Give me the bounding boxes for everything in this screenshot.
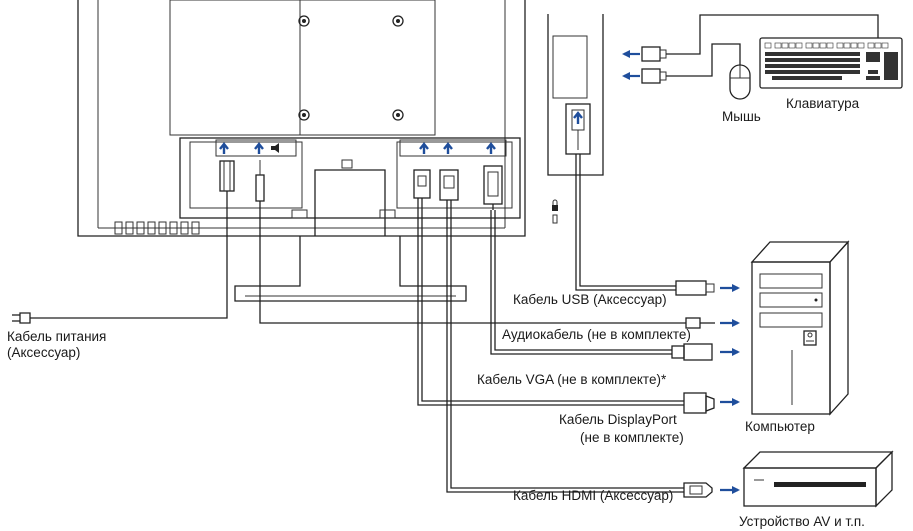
hdmi-icon: [419, 142, 429, 154]
hdmi-cable-label: Кабель HDMI (Аксессуар): [513, 488, 673, 503]
audio-cable: [255, 160, 715, 329]
vga-cable-label: Кабель VGA (не в комплекте)*: [477, 372, 667, 387]
connector-panel: [179, 137, 521, 219]
lock-icon: [552, 199, 558, 224]
dp-cable-label-2: (не в комплекте): [580, 430, 684, 445]
av-device-label: Устройство AV и т.п.: [739, 514, 865, 529]
computer-tower: [750, 240, 850, 416]
vga-cable: [483, 165, 713, 361]
usb-hub: [547, 14, 604, 176]
screw: [392, 15, 404, 27]
av-device: [742, 450, 894, 508]
monitor-back: [77, 0, 558, 302]
usb-cable-label: Кабель USB (Аксессуар): [513, 292, 667, 307]
usb-cable: [575, 154, 715, 296]
arrow-up-icon: [219, 142, 229, 154]
power-cable-label-2: (Аксессуар): [7, 345, 80, 360]
audio-cable-label: Аудиокабель (не в комплекте): [502, 327, 691, 342]
computer-label: Компьютер: [745, 419, 815, 434]
power-cable-label-1: Кабель питания: [7, 329, 106, 344]
usb-icon: [573, 111, 583, 124]
usb-ports-top: [622, 14, 879, 84]
speaker-glyph: [271, 143, 279, 153]
keyboard-label: Клавиатура: [786, 96, 860, 111]
keyboard-device: [759, 37, 903, 89]
displayport-cable: [439, 169, 713, 498]
vent-slots: [114, 221, 200, 235]
power-cable: [12, 160, 235, 324]
mouse-label: Мышь: [722, 109, 761, 124]
vga-icon: [486, 142, 496, 154]
audio-icon: [254, 142, 264, 154]
screw: [392, 109, 404, 121]
displayport-icon: [443, 142, 453, 154]
screw: [298, 109, 310, 121]
hdmi-cable: [413, 169, 715, 414]
dp-cable-label-1: Кабель DisplayPort: [559, 412, 677, 427]
monitor-stand: [234, 159, 467, 302]
mouse-device: [729, 64, 751, 100]
screw: [298, 15, 310, 27]
